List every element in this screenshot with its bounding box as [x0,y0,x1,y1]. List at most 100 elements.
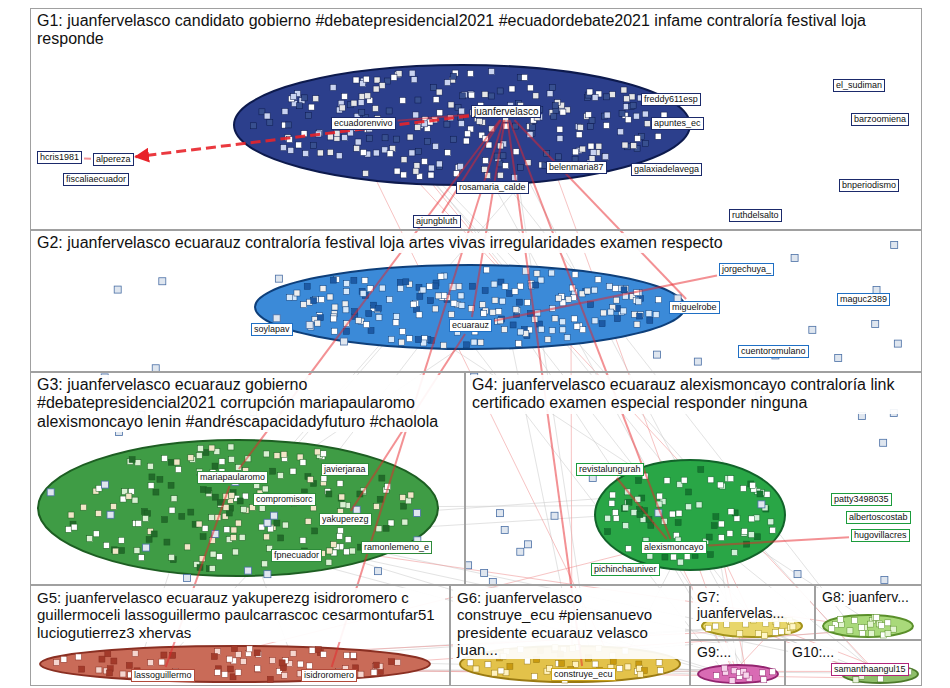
avatar-icon [219,459,225,465]
avatar-icon [268,526,274,532]
network-link [84,157,91,159]
account-name: juanfervelasco [474,106,538,117]
avatar-icon [433,283,439,289]
avatar-icon [240,658,246,664]
avatar-icon [728,476,734,482]
avatar-icon [496,309,502,315]
avatar-icon [148,660,154,666]
avatar-icon [209,514,215,520]
avatar-icon [437,110,443,116]
avatar-icon [327,149,333,155]
avatar-icon [313,96,319,102]
avatar-icon [274,520,280,526]
avatar-icon [603,154,609,160]
avatar-icon [344,281,350,287]
avatar-icon [200,534,206,540]
avatar-icon [482,91,488,97]
avatar-icon [330,84,336,90]
avatar-icon [387,151,393,157]
account-name: albertoscostab [849,512,908,523]
avatar-icon [606,283,612,289]
avatar-icon [75,654,81,660]
avatar-icon [111,658,117,664]
avatar-icon [617,666,623,672]
avatar-icon [551,113,557,119]
avatar-icon [231,527,237,533]
avatar-icon [555,154,561,160]
group-panel: G8: juanferv... [815,585,922,640]
avatar-icon [522,74,528,80]
background-link [407,319,871,623]
account-label: mariapaularomo [197,471,268,484]
avatar-icon [148,483,154,489]
avatar-icon [634,321,640,327]
avatar-icon [410,301,416,307]
account-name: revistalungurah [579,464,641,475]
account-name: miguelrobe [672,302,717,313]
avatar-icon [698,467,704,473]
avatar-icon [626,546,632,552]
account-name: bnperiodismo [842,180,896,191]
avatar-icon [222,671,228,677]
avatar-icon [270,658,276,664]
avatar-icon [469,92,475,98]
account-name: ajungbluth [416,216,458,227]
avatar-icon [397,279,403,285]
avatar-icon [510,322,516,328]
avatar-icon [267,676,273,682]
avatar-icon [339,494,345,500]
avatar-icon [403,279,409,285]
avatar-icon [592,95,598,101]
avatar-icon [762,633,768,639]
avatar-icon [467,71,473,77]
avatar-icon [110,504,116,510]
avatar-icon [637,512,643,518]
avatar-icon [675,520,681,526]
avatar-icon [307,477,313,483]
avatar-icon [480,302,486,308]
avatar-icon [101,481,108,488]
account-label: lassoguillermo [131,669,195,682]
avatar-icon [264,519,271,526]
avatar-icon [491,281,497,287]
avatar-icon [231,646,237,652]
avatar-icon [590,150,596,156]
avatar-icon [168,459,174,465]
avatar-icon [174,459,180,465]
avatar-icon [309,647,315,653]
avatar-icon [337,480,343,486]
account-label: pichinchauniver [591,563,660,576]
account-label: alexismoncayo [641,541,707,554]
avatar-icon [560,327,566,333]
avatar-icon [427,283,433,289]
account-name: samanthaangul15 [834,664,906,675]
avatar-icon [278,535,284,541]
avatar-icon [175,467,181,473]
avatar-icon [421,158,427,164]
avatar-icon [516,340,522,346]
avatar-icon [623,523,629,529]
avatar-icon [743,672,749,678]
avatar-icon [305,518,311,524]
avatar-icon [450,136,456,142]
avatar-icon [415,148,421,154]
avatar-icon [337,528,343,534]
avatar-icon [312,528,318,534]
avatar-icon [465,131,471,137]
avatar-icon [296,103,302,109]
avatar-icon [621,287,627,293]
avatar-icon [393,320,399,326]
avatar-icon [612,285,618,291]
account-label: ruthdelsalto [729,209,782,222]
avatar-icon [425,139,431,145]
group-panel: G7: juanfervelas... [690,585,815,640]
account-label: el_sudiman [833,79,885,92]
avatar-icon [259,505,265,511]
avatar-icon [748,532,754,538]
avatar-icon [560,319,566,325]
account-label: belenmaria87 [546,161,607,174]
group-panel: G5: juanfervelasco ecuarauz yakuperezg i… [30,585,450,686]
avatar-icon [153,489,159,495]
avatar-icon [608,309,614,315]
avatar-icon [71,524,77,530]
